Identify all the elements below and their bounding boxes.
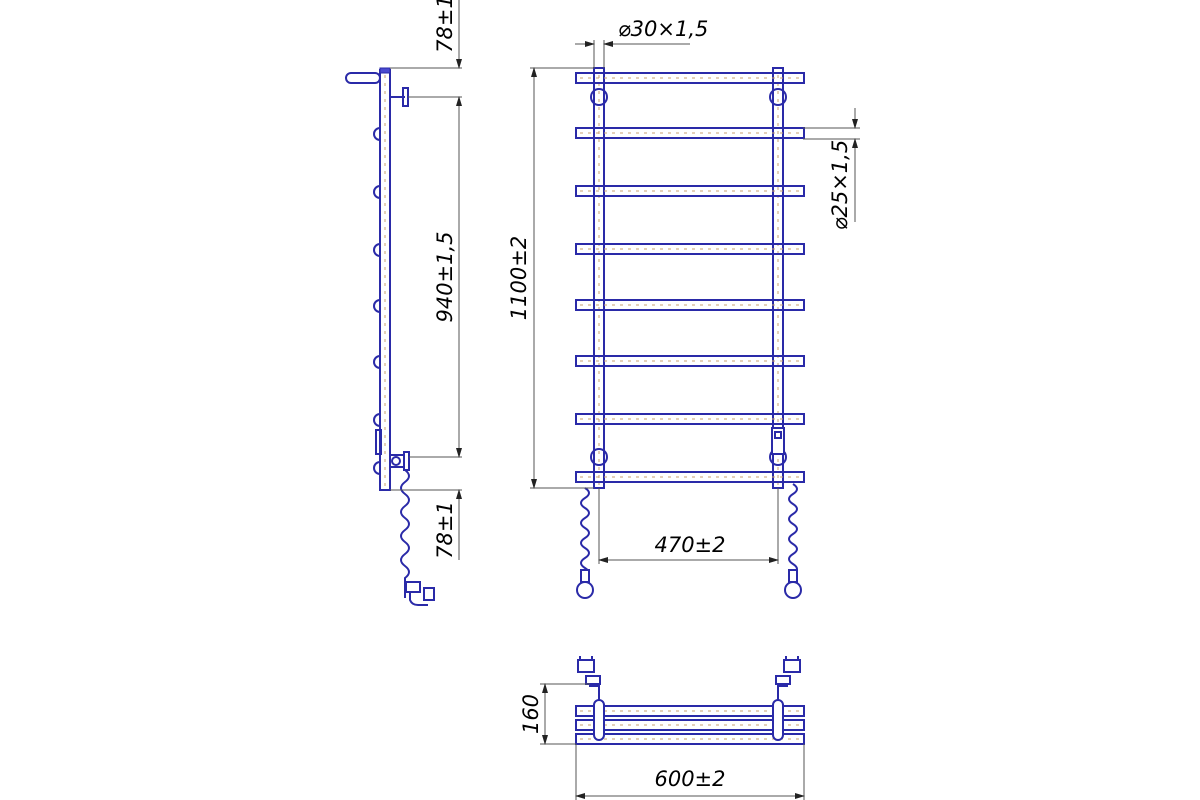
dim-front-vertical-pipe: ⌀30×1,5 [618, 17, 708, 41]
dim-side-mount-span: 940±1,5 [433, 231, 457, 322]
side-plug [405, 581, 435, 606]
front-left-coiled-cable [580, 487, 590, 584]
top-left-pipe [593, 699, 605, 741]
front-rail-4 [575, 243, 805, 255]
dim-front-height: 1100±2 [507, 236, 531, 320]
side-heater-control [375, 429, 382, 455]
front-right-coiled-cable [788, 483, 798, 580]
side-top-cap [379, 67, 391, 74]
dim-front-rail-pipe: ⌀25×1,5 [828, 140, 852, 230]
dim-front-mount-span: 470±2 [654, 533, 725, 557]
top-rail-back [575, 733, 805, 745]
side-coiled-cable [400, 469, 410, 598]
front-left-plug [576, 569, 594, 599]
side-rail-stub-top [345, 72, 381, 84]
front-rail-6 [575, 355, 805, 367]
top-rail-front [575, 705, 805, 717]
front-mount-lower-left [590, 448, 608, 466]
top-left-mount [577, 656, 601, 700]
front-rail-7 [575, 413, 805, 425]
top-right-pipe [772, 699, 784, 741]
dim-side-bottom-offset: 78±1 [433, 501, 457, 559]
front-rails [575, 72, 805, 483]
front-rail-3 [575, 185, 805, 197]
front-mount-upper-left [590, 88, 608, 106]
top-view: 160 600±2 [519, 656, 805, 800]
front-rail-2 [575, 127, 805, 139]
dim-top-width: 600±2 [654, 767, 725, 791]
side-wall-mount-lower [389, 451, 410, 471]
dim-side-top-offset: 78±1 [433, 0, 457, 53]
top-right-mount [775, 656, 801, 700]
front-rail-5 [575, 299, 805, 311]
side-wall-mount-upper [390, 87, 409, 107]
side-rail-ends [373, 127, 381, 475]
front-rail-1 [575, 72, 805, 84]
front-mount-upper-right [769, 88, 787, 106]
front-right-plug [784, 569, 802, 599]
front-rail-8 [575, 471, 805, 483]
top-rail-middle [575, 719, 805, 731]
side-view: 78±1 940±1,5 78±1 [345, 0, 462, 606]
front-view: 1100±2 ⌀30×1,5 ⌀25×1,5 470±2 [507, 17, 860, 599]
dim-top-depth: 160 [519, 694, 543, 734]
